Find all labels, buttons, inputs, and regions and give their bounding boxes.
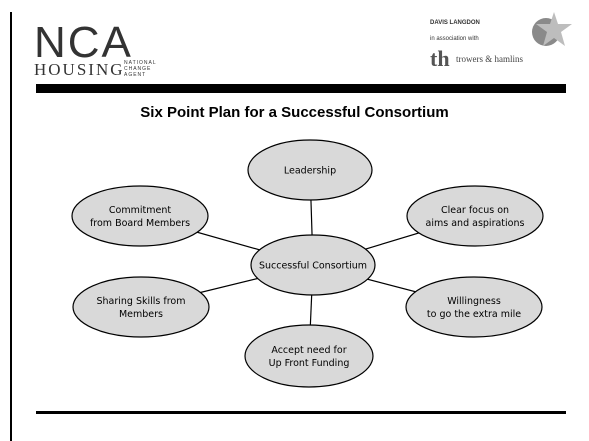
plan-node-5-label: Members — [119, 309, 163, 320]
header-divider — [36, 84, 566, 93]
plan-node-3-shape — [405, 276, 543, 338]
nca-housing-logo: NCA HOUSING NATIONAL CHANGE AGENT — [30, 18, 190, 80]
plan-node-2: Clear focus on aims and aspirations — [406, 185, 544, 247]
plan-node-6: Commitment from Board Members — [71, 185, 209, 247]
partner-th-mark: th — [430, 46, 450, 71]
plan-node-1-label: Leadership — [284, 166, 336, 177]
plan-node-2-label: aims and aspirations — [426, 218, 525, 229]
partner-association: in association with — [430, 36, 479, 42]
plan-node-5-label: Sharing Skills from — [96, 296, 185, 307]
plan-node-3-label: Willingness — [447, 296, 501, 307]
nca-tagline: NATIONAL CHANGE AGENT — [124, 60, 157, 78]
center-node-shape — [250, 234, 376, 296]
nca-housing-text: HOUSING — [34, 60, 125, 79]
slide-title: Six Point Plan for a Successful Consorti… — [140, 104, 449, 121]
plan-node-4: Accept need for Up Front Funding — [244, 324, 374, 388]
plan-node-6-shape — [71, 185, 209, 247]
plan-node-1: Leadership — [247, 139, 373, 201]
plan-node-1-shape — [247, 139, 373, 201]
plan-node-2-shape — [406, 185, 544, 247]
plan-node-4-label: Up Front Funding — [269, 358, 350, 369]
plan-node-3-label: to go the extra mile — [427, 309, 521, 320]
partner-name: DAVIS LANGDON — [430, 20, 480, 26]
plan-node-6-label: from Board Members — [90, 218, 190, 229]
plan-node-4-label: Accept need for — [271, 345, 346, 356]
nca-logo-text: NCA — [34, 18, 133, 67]
plan-node-5-shape — [72, 276, 210, 338]
center-node-label: Successful Consortium — [259, 261, 367, 272]
left-border-line — [10, 12, 12, 441]
partner-firm: trowers & hamlins — [456, 54, 523, 64]
plan-node-3: Willingness to go the extra mile — [405, 276, 543, 338]
footer-divider — [36, 411, 566, 414]
center-node: Successful Consortium — [250, 234, 376, 296]
star-logo-icon — [532, 12, 572, 46]
plan-node-4-shape — [244, 324, 374, 388]
plan-node-6-label: Commitment — [109, 205, 171, 216]
partner-logo: DAVIS LANGDON in association with th tro… — [430, 12, 572, 74]
plan-node-2-label: Clear focus on — [441, 205, 509, 216]
